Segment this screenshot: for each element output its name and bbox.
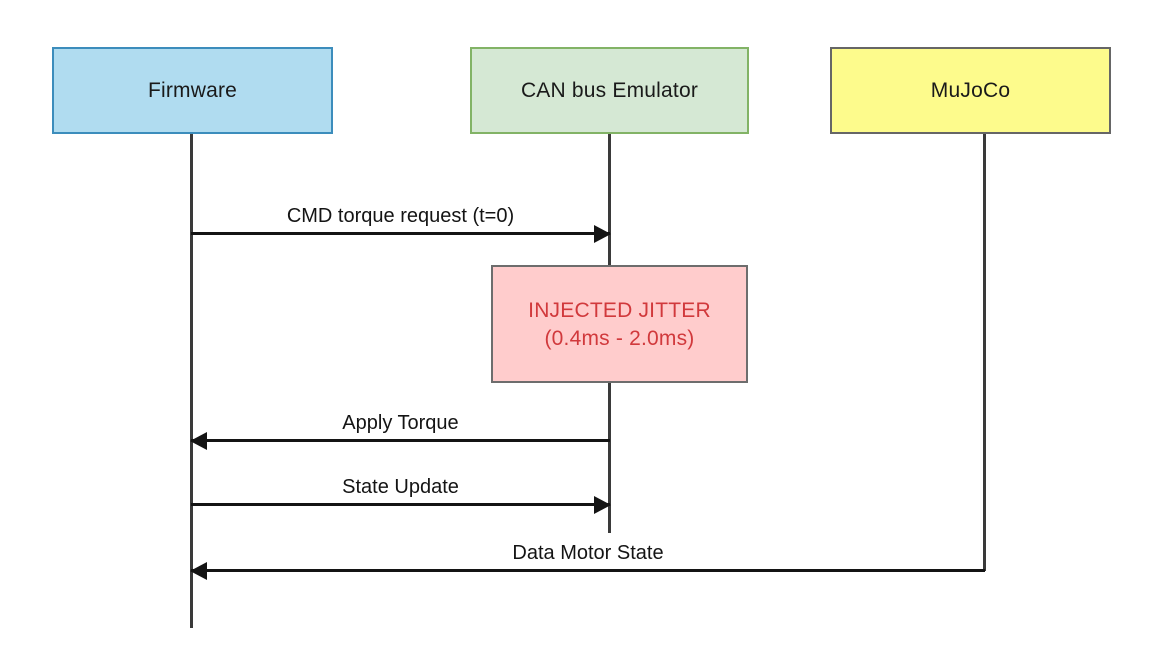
injected-jitter-range: (0.4ms - 2.0ms) [544, 326, 695, 350]
arrowhead-right-icon [594, 224, 611, 243]
participant-can-bus-emulator[interactable]: CAN bus Emulator [470, 47, 749, 134]
injected-jitter-title: INJECTED JITTER [528, 298, 711, 322]
message-state-update[interactable]: State Update [191, 477, 611, 514]
lifeline-firmware [190, 134, 193, 628]
participant-can-bus-emulator-label: CAN bus Emulator [520, 79, 699, 102]
participant-firmware[interactable]: Firmware [52, 47, 333, 134]
activation-injected-jitter[interactable]: INJECTED JITTER (0.4ms - 2.0ms) [491, 265, 748, 383]
participant-firmware-label: Firmware [147, 79, 238, 102]
message-data-motor-state[interactable]: Data Motor State [190, 543, 985, 580]
message-state-update-label: State Update [342, 476, 459, 498]
message-apply-torque[interactable]: Apply Torque [190, 413, 610, 450]
message-cmd-torque-request-label: CMD torque request (t=0) [286, 205, 515, 227]
arrowhead-left-icon [190, 431, 207, 450]
participant-mujoco-label: MuJoCo [930, 79, 1011, 102]
message-apply-torque-label: Apply Torque [342, 412, 459, 434]
participant-mujoco[interactable]: MuJoCo [830, 47, 1111, 134]
message-data-motor-state-label: Data Motor State [512, 542, 664, 564]
arrowhead-left-icon [190, 561, 207, 580]
arrowhead-right-icon [594, 495, 611, 514]
message-cmd-torque-request[interactable]: CMD torque request (t=0) [191, 206, 611, 243]
lifeline-mujoco [983, 134, 986, 571]
